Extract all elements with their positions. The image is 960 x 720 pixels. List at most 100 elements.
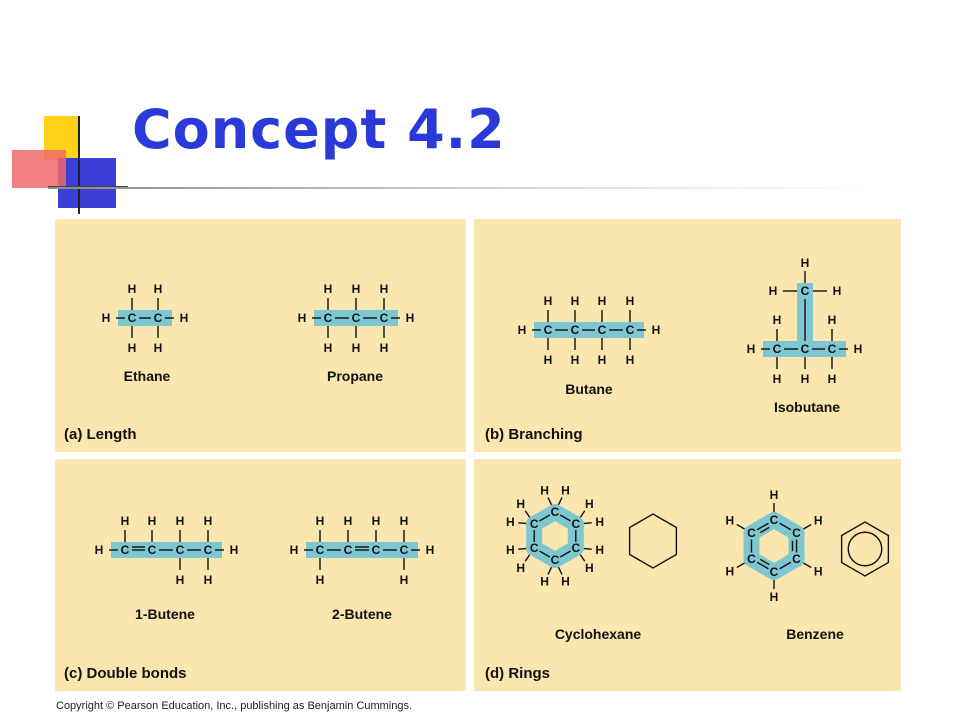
panel-rings-caption: (d) Rings: [485, 665, 550, 682]
carbon-atom: C: [801, 342, 810, 356]
hydrogen-atom: H: [725, 514, 734, 528]
carbon-atom: C: [316, 543, 325, 557]
carbon-atom: C: [626, 323, 635, 337]
cyclohexane-name: Cyclohexane: [555, 626, 642, 642]
hydrogen-atom: H: [652, 323, 661, 337]
bond-line: [759, 558, 770, 566]
butene-2-name: 2-Butene: [332, 606, 392, 622]
butene-1-name: 1-Butene: [135, 606, 195, 622]
skeletal-hexagon: [628, 513, 678, 569]
panel-length-caption: (a) Length: [64, 426, 137, 443]
hydrogen-atom: H: [598, 294, 607, 308]
bond-line: [539, 514, 551, 522]
skeletal-hexagon: [840, 521, 890, 577]
hydrogen-atom: H: [380, 341, 389, 355]
hydrogen-atom: H: [406, 311, 415, 325]
carbon-skeleton-highlight: [314, 310, 398, 326]
slide-title: Concept 4.2: [132, 98, 506, 161]
bond-line: [518, 522, 527, 525]
carbon-atom: C: [204, 543, 213, 557]
bond-line: [524, 510, 531, 518]
hydrogen-atom: H: [747, 342, 756, 356]
bond-line: [557, 566, 563, 575]
slide-logo-decoration: [0, 100, 140, 220]
hydrogen-atom: H: [380, 282, 389, 296]
hydrogen-atom: H: [128, 282, 137, 296]
carbon-atom: C: [828, 342, 837, 356]
carbon-atom: C: [176, 543, 185, 557]
hydrogen-atom: H: [595, 543, 604, 557]
carbon-atom: C: [544, 323, 553, 337]
carbon-atom: C: [792, 526, 801, 540]
carbon-atom: C: [770, 513, 779, 527]
hydrogen-atom: H: [204, 573, 213, 587]
bond-line: [547, 566, 553, 575]
bond-line: [583, 547, 592, 550]
carbon-atom: C: [801, 284, 810, 298]
copyright-notice: Copyright © Pearson Education, Inc., pub…: [56, 700, 413, 712]
bond-line: [736, 523, 745, 530]
hydrogen-atom: H: [176, 573, 185, 587]
carbon-atom: C: [773, 342, 782, 356]
carbon-atom: C: [571, 517, 580, 531]
hydrogen-atom: H: [316, 573, 325, 587]
carbon-atom: C: [530, 541, 539, 555]
bond-line: [736, 562, 745, 569]
hydrogen-atom: H: [344, 514, 353, 528]
bond-line: [524, 554, 531, 562]
hydrogen-atom: H: [769, 284, 778, 298]
hydrogen-atom: H: [352, 282, 361, 296]
hydrogen-atom: H: [95, 543, 104, 557]
bond-line: [539, 550, 551, 558]
carbon-atom: C: [551, 553, 560, 567]
bond-line: [518, 547, 527, 550]
hydrogen-atom: H: [352, 341, 361, 355]
hydrogen-atom: H: [102, 311, 111, 325]
carbon-atom: C: [747, 526, 756, 540]
carbon-skeleton-highlight: [763, 341, 846, 357]
panel-double-bonds: [55, 459, 466, 691]
hydrogen-atom: H: [230, 543, 239, 557]
hydrogen-atom: H: [121, 514, 130, 528]
bond-line: [559, 550, 571, 558]
hydrogen-atom: H: [426, 543, 435, 557]
bond-line: [579, 510, 586, 518]
hydrogen-atom: H: [770, 590, 779, 604]
hydrogen-atom: H: [176, 514, 185, 528]
ethane-name: Ethane: [124, 368, 171, 384]
aromatic-ring-circle: [847, 531, 883, 567]
bond-line: [803, 523, 812, 530]
hydrogen-atom: H: [585, 497, 594, 511]
bond-line: [779, 561, 792, 570]
bond-line: [759, 526, 770, 534]
bond-line: [756, 561, 769, 570]
bond-line: [756, 522, 769, 531]
carbon-ring-highlight: [526, 504, 584, 568]
carbon-atom: C: [770, 565, 779, 579]
propane-name: Propane: [327, 368, 383, 384]
hydrogen-atom: H: [128, 341, 137, 355]
hydrogen-atom: H: [571, 294, 580, 308]
hydrogen-atom: H: [854, 342, 863, 356]
carbon-atom: C: [121, 543, 130, 557]
carbon-atom: C: [530, 517, 539, 531]
carbon-atom: C: [128, 311, 137, 325]
bond-line: [559, 514, 571, 522]
hydrogen-atom: H: [180, 311, 189, 325]
butane-name: Butane: [565, 381, 613, 397]
bond-line: [579, 554, 586, 562]
panel-rings: [474, 459, 901, 691]
hydrogen-atom: H: [324, 341, 333, 355]
hydrogen-atom: H: [372, 514, 381, 528]
bond-line: [547, 497, 553, 506]
panel-branching-caption: (b) Branching: [485, 426, 583, 443]
hydrogen-atom: H: [561, 483, 570, 497]
bond-line: [557, 497, 563, 506]
hydrogen-atom: H: [324, 282, 333, 296]
hydrogen-atom: H: [154, 282, 163, 296]
hydrogen-atom: H: [595, 515, 604, 529]
bond-line: [583, 522, 592, 525]
hydrogen-atom: H: [828, 313, 837, 327]
carbon-atom: C: [352, 311, 361, 325]
